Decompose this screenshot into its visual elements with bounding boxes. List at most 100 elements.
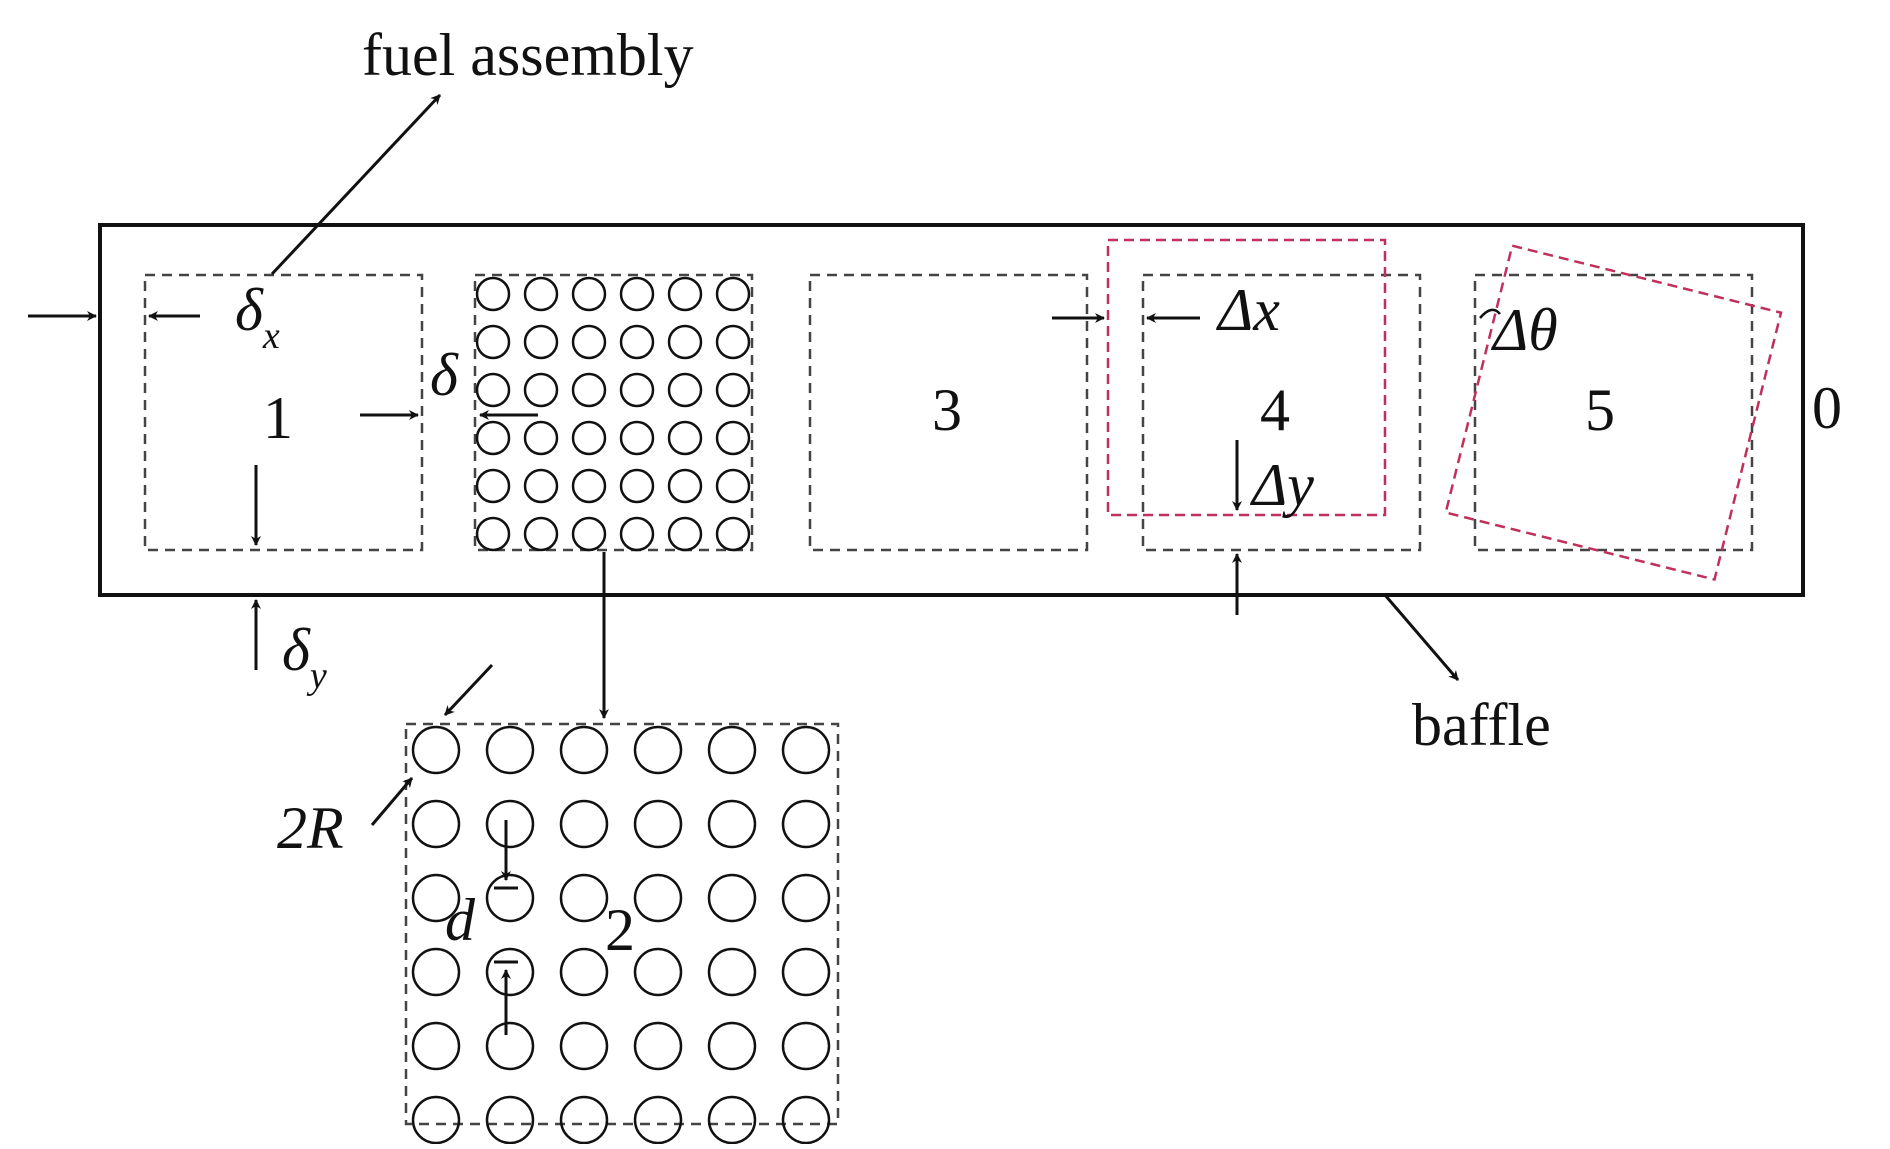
assembly-2-pin-lattice — [475, 276, 751, 552]
assembly-1-label: 1 — [263, 385, 293, 451]
small-lattice-pin — [667, 516, 703, 552]
detail-lattice-pin — [485, 799, 535, 849]
small-lattice-pin — [571, 516, 607, 552]
small-lattice-pin — [475, 372, 511, 408]
fuel-assembly-pointer — [270, 93, 442, 276]
detail-lattice-pin — [707, 725, 757, 775]
detail-lattice-pin — [633, 873, 683, 923]
small-lattice-pin — [571, 276, 607, 312]
delta-x-symbol: δx — [235, 277, 280, 357]
fuel-assembly-label: fuel assembly — [362, 22, 694, 88]
assembly-4-displaced — [1106, 238, 1387, 517]
detail-lattice-pin — [707, 873, 757, 923]
detail-lattice-pin — [485, 725, 535, 775]
assembly-3-label: 3 — [932, 377, 962, 443]
detail-lattice-pin — [485, 1021, 535, 1071]
detail-lattice-pin — [781, 725, 831, 775]
detail-lattice-pin — [781, 873, 831, 923]
small-lattice-pin — [715, 324, 751, 360]
detail-lattice-pin — [633, 1021, 683, 1071]
dtheta-arc — [1479, 308, 1501, 319]
assembly-2 — [473, 273, 754, 552]
detail-lattice-pin — [411, 799, 461, 849]
two-r-arrow-top — [443, 663, 494, 717]
detail-lattice-pin — [485, 1095, 535, 1145]
assembly-1 — [143, 273, 424, 552]
d-symbol: d — [445, 887, 476, 953]
small-lattice-pin — [619, 324, 655, 360]
two-r-symbol: 2R — [277, 795, 344, 861]
assembly-5-rotated — [1444, 244, 1783, 582]
small-lattice-pin — [715, 468, 751, 504]
small-lattice-pin — [715, 516, 751, 552]
detail-lattice-pin — [411, 947, 461, 997]
small-lattice-pin — [619, 420, 655, 456]
small-lattice-pin — [667, 468, 703, 504]
detail-lattice-pin — [559, 799, 609, 849]
detail-lattice-pin — [559, 873, 609, 923]
small-lattice-pin — [475, 420, 511, 456]
small-lattice-pin — [619, 276, 655, 312]
detail-lattice-pin — [633, 799, 683, 849]
assembly-5-nominal — [1473, 273, 1754, 552]
assembly-5-label: 5 — [1585, 377, 1615, 443]
small-lattice-pin — [619, 372, 655, 408]
assembly-4-label: 4 — [1260, 377, 1290, 443]
small-lattice-pin — [571, 324, 607, 360]
dtheta-symbol: Δθ — [1491, 297, 1558, 363]
small-lattice-pin — [475, 468, 511, 504]
delta-symbol: δ — [430, 342, 459, 408]
detail-lattice-pin — [781, 799, 831, 849]
assembly-4-nominal — [1141, 273, 1422, 552]
detail-lattice-pin — [781, 947, 831, 997]
assembly-3 — [808, 273, 1089, 552]
baffle-number-label: 0 — [1812, 375, 1842, 441]
small-lattice-pin — [475, 516, 511, 552]
small-lattice-pin — [667, 372, 703, 408]
small-lattice-pin — [715, 372, 751, 408]
small-lattice-pin — [619, 468, 655, 504]
small-lattice-pin — [715, 420, 751, 456]
detail-lattice-pin — [781, 1095, 831, 1145]
two-r-arrow-bottom — [370, 777, 414, 826]
detail-lattice-pin — [707, 799, 757, 849]
baffle-pointer — [1383, 594, 1460, 681]
detail-lattice-pin — [707, 947, 757, 997]
small-lattice-pin — [475, 276, 511, 312]
detail-lattice-pin — [633, 725, 683, 775]
dy-symbol: Δy — [1250, 452, 1314, 518]
baffle-label: baffle — [1412, 692, 1551, 758]
small-lattice-pin — [667, 276, 703, 312]
detail-lattice-pin — [633, 1095, 683, 1145]
small-lattice-pin — [523, 468, 559, 504]
detail-lattice-pin — [411, 873, 461, 923]
small-lattice-pin — [715, 276, 751, 312]
detail-lattice-pin — [559, 725, 609, 775]
small-lattice-pin — [523, 420, 559, 456]
detail-lattice-pin — [485, 873, 535, 923]
detail-lattice-pin — [707, 1021, 757, 1071]
detail-lattice-pin — [781, 1021, 831, 1071]
detail-lattice-pin — [411, 1021, 461, 1071]
small-lattice-pin — [571, 372, 607, 408]
delta-y-symbol: δy — [282, 617, 327, 697]
detail-lattice-pin — [411, 725, 461, 775]
detail-lattice-pin — [707, 1095, 757, 1145]
dx-symbol: Δx — [1216, 277, 1280, 343]
small-lattice-pin — [523, 324, 559, 360]
small-lattice-pin — [667, 324, 703, 360]
detail-lattice-pin — [559, 947, 609, 997]
detail-lattice-pin — [485, 947, 535, 997]
detail-lattice-pin — [633, 947, 683, 997]
assembly-2-detail-pin-lattice — [411, 725, 831, 1145]
small-lattice-pin — [523, 516, 559, 552]
detail-lattice-pin — [559, 1021, 609, 1071]
small-lattice-pin — [523, 276, 559, 312]
small-lattice-pin — [475, 324, 511, 360]
baffle-outline — [98, 223, 1805, 597]
detail-lattice-pin — [559, 1095, 609, 1145]
small-lattice-pin — [523, 372, 559, 408]
detail-lattice-pin — [411, 1095, 461, 1145]
